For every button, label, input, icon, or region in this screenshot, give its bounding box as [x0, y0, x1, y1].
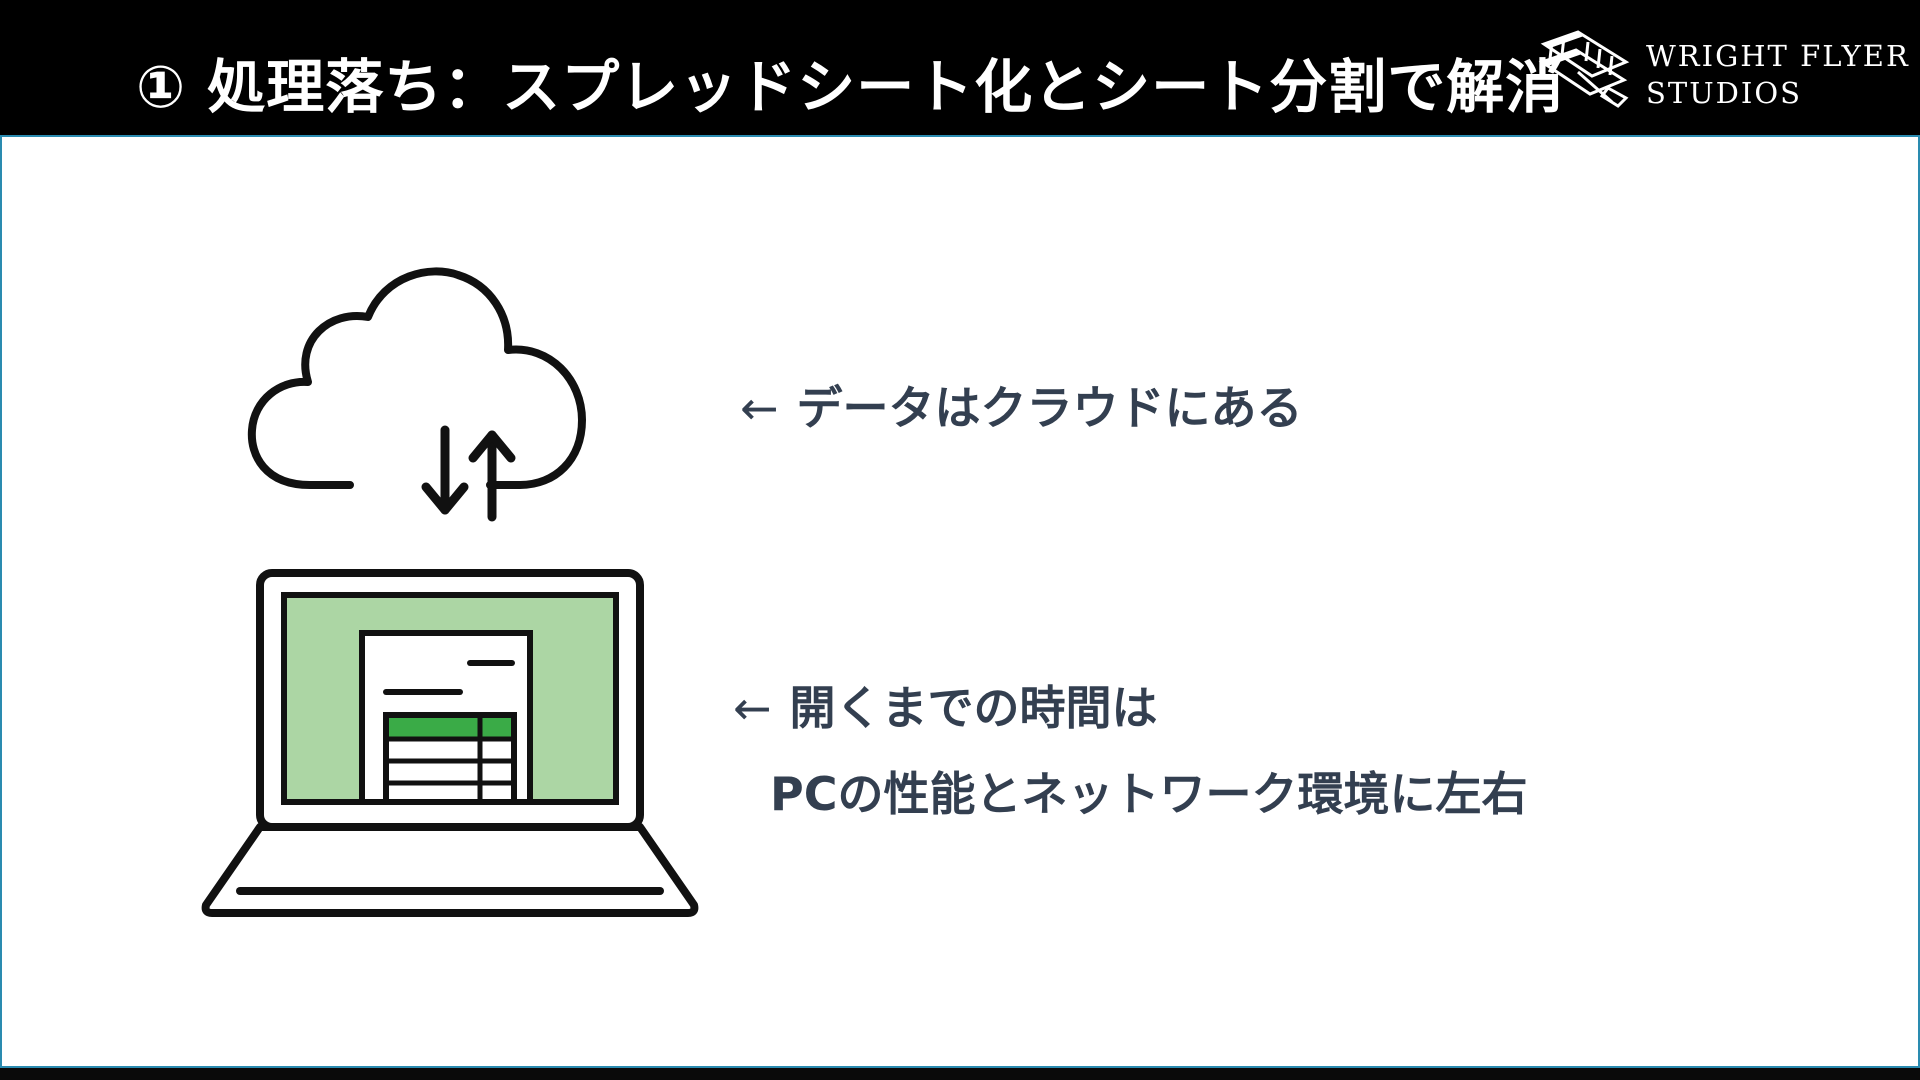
left-arrow-icon: ←	[733, 681, 772, 735]
frame-border-right	[1918, 137, 1920, 1067]
left-arrow-icon: ←	[740, 381, 779, 435]
slide-title: ① 処理落ち：スプレッドシート化とシート分割で解消	[136, 53, 1565, 121]
biplane-logo-icon	[1538, 30, 1630, 108]
cloud-laptop-illustration	[201, 267, 699, 917]
spreadsheet-icon	[359, 630, 533, 805]
cloud-note: ← データはクラウドにある	[740, 372, 1303, 438]
logo-line-1: WRIGHT FLYER	[1646, 39, 1910, 73]
header-bar: ① 処理落ち：スプレッドシート化とシート分割で解消	[0, 0, 1920, 137]
company-logo: WRIGHT FLYER STUDIOS	[1538, 28, 1908, 110]
cloud-icon	[247, 267, 586, 489]
up-down-arrows-icon	[421, 425, 516, 522]
open-time-note: ← 開くまでの時間は	[733, 672, 1158, 738]
footer-bar	[0, 1066, 1920, 1080]
open-time-note-text: 開くまでの時間は	[789, 681, 1158, 735]
frame-border-left	[0, 137, 2, 1067]
cloud-note-text: データはクラウドにある	[796, 381, 1303, 435]
logo-line-2: STUDIOS	[1646, 76, 1802, 110]
depends-note: PCの性能とネットワーク環境に左右	[770, 767, 1528, 821]
logo-text: WRIGHT FLYER STUDIOS	[1646, 38, 1910, 112]
